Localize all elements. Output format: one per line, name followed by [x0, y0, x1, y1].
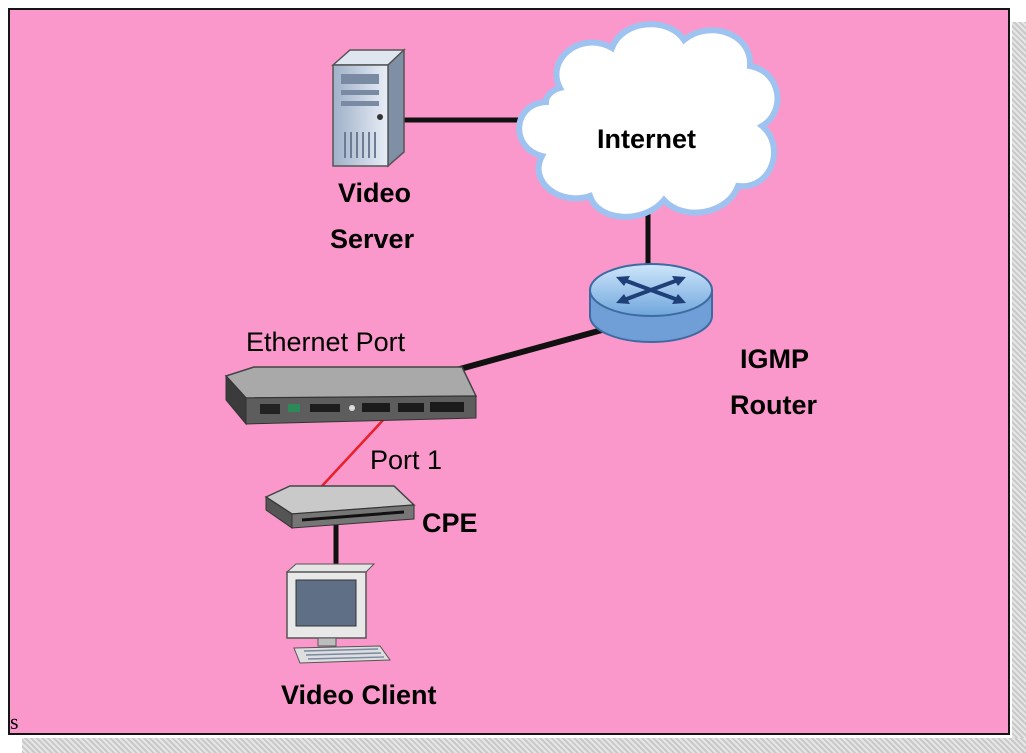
internet-cloud-icon: [516, 21, 781, 220]
cpe-icon: [264, 485, 416, 529]
internet-label: Internet: [597, 124, 697, 154]
ethernet-switch-icon: [224, 366, 478, 426]
ethernet-port-label: Ethernet Port: [246, 327, 406, 357]
igmp-router-label-line1: IGMP: [740, 344, 810, 374]
corner-text: s: [10, 709, 19, 734]
diagram-panel: [8, 8, 1010, 735]
video-server-label-line1: Video: [338, 178, 412, 208]
video-client-label: Video Client: [281, 680, 437, 710]
igmp-router-label-line2: Router: [730, 390, 817, 420]
video-server-icon: [331, 48, 406, 168]
frame-shadow-right: [1012, 22, 1026, 740]
video-server-label-line2: Server: [330, 224, 415, 254]
port1-label: Port 1: [370, 445, 443, 475]
frame-shadow-bottom: [22, 738, 1026, 753]
cpe-label: CPE: [422, 508, 478, 538]
video-client-pc-icon: [285, 563, 391, 664]
router-icon: [589, 263, 713, 343]
